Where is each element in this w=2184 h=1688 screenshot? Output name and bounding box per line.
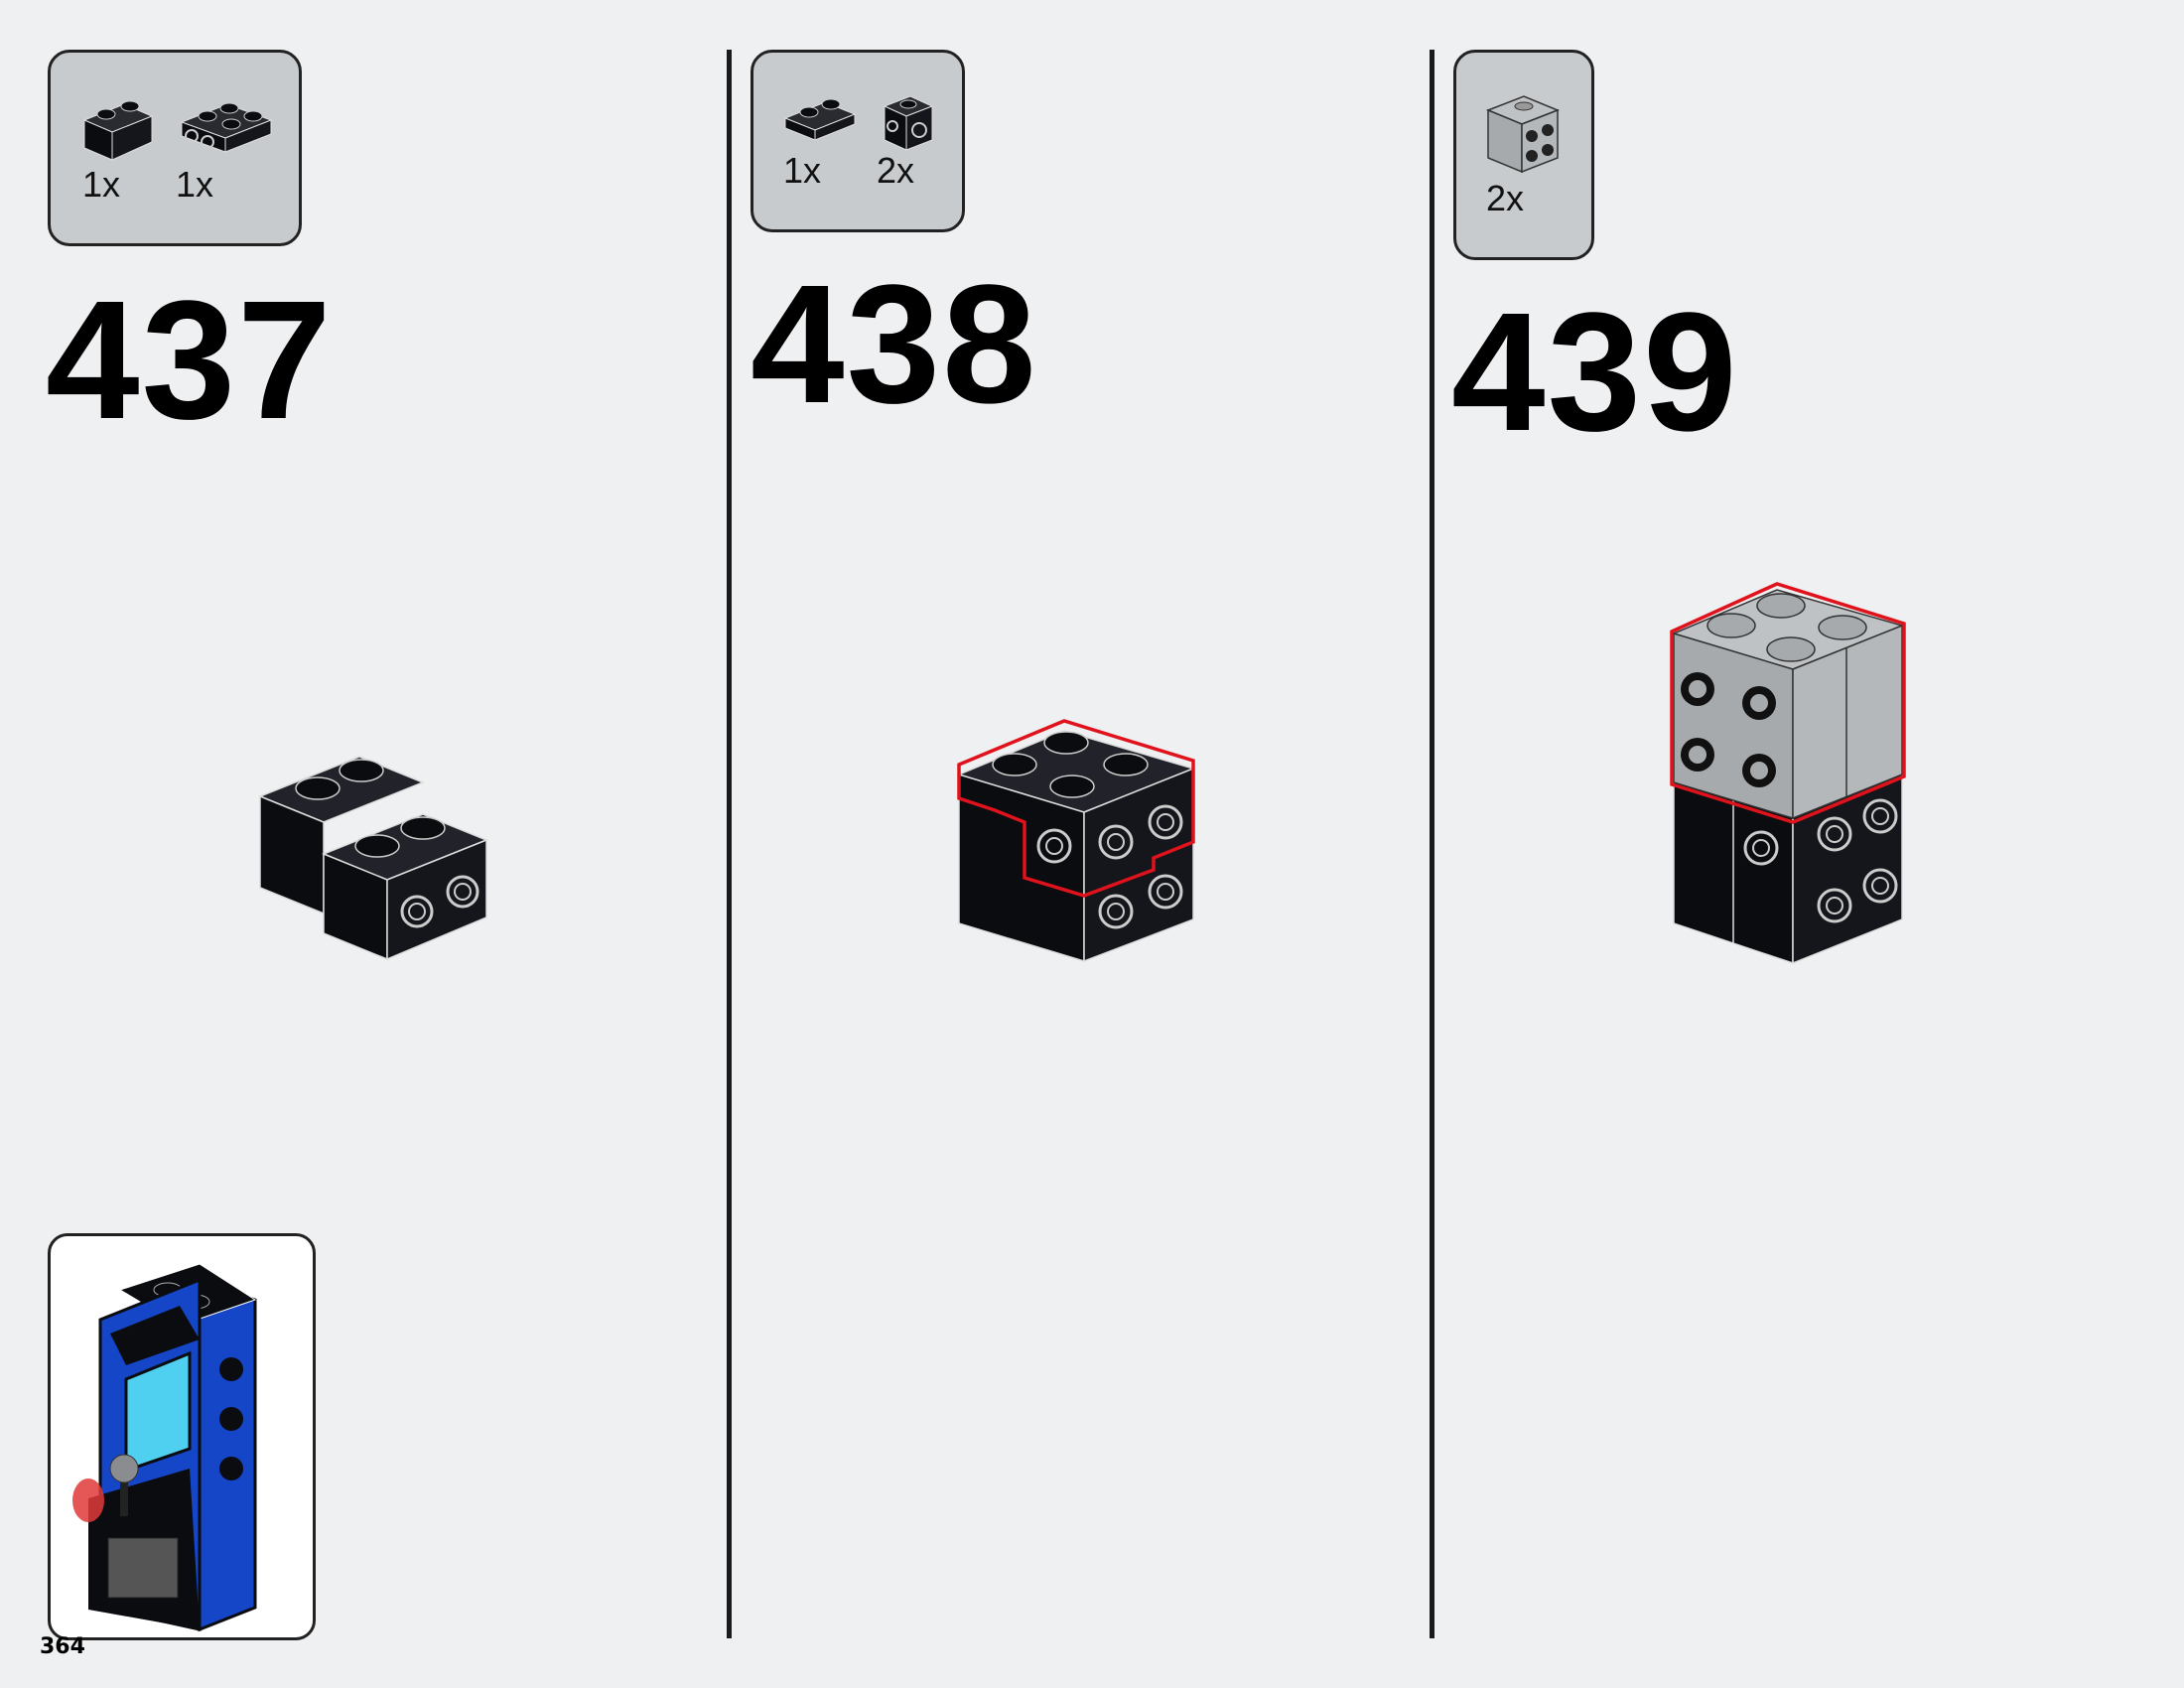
step-439-model bbox=[1670, 582, 1906, 965]
brick-1x2-icon bbox=[82, 100, 154, 161]
grey-side-stud-brick-icon bbox=[1485, 95, 1561, 174]
bracket-plate-icon bbox=[180, 102, 273, 153]
column-divider-2 bbox=[1430, 50, 1434, 1638]
part-qty: 2x bbox=[877, 150, 915, 191]
parts-callout-438: 1x 2x bbox=[751, 50, 965, 232]
step-number-438: 438 bbox=[751, 250, 1038, 439]
part-qty: 1x bbox=[176, 164, 214, 205]
plate-1x2-icon bbox=[783, 98, 857, 141]
part-qty: 1x bbox=[82, 164, 121, 205]
submodel-thumbnail bbox=[48, 1233, 316, 1640]
column-divider-1 bbox=[727, 50, 732, 1638]
part-qty: 1x bbox=[783, 150, 822, 191]
arcade-cabinet-icon bbox=[72, 1263, 257, 1632]
step-number-437: 437 bbox=[46, 266, 334, 455]
step-437-model bbox=[257, 756, 489, 961]
page-number: 364 bbox=[40, 1634, 85, 1659]
step-438-model bbox=[956, 719, 1196, 963]
part-qty: 2x bbox=[1486, 178, 1525, 218]
side-stud-brick-icon bbox=[883, 95, 934, 151]
step-number-439: 439 bbox=[1451, 278, 1739, 467]
parts-callout-437: 1x 1x bbox=[48, 50, 302, 246]
parts-callout-439: 2x bbox=[1453, 50, 1594, 260]
